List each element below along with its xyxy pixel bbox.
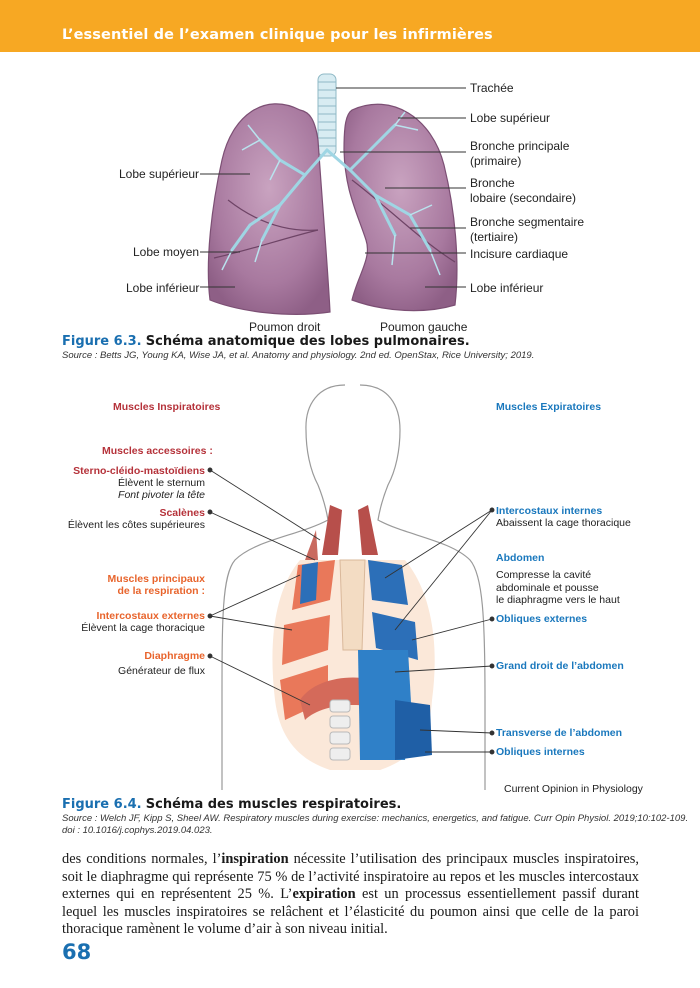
figure-source: Source : Betts JG, Young KA, Wise JA, et… (62, 350, 535, 361)
right-lung-shape (207, 103, 331, 315)
page-number: 68 (62, 940, 92, 964)
label-abdomen-desc3: le diaphragme vers le haut (496, 594, 620, 606)
int-intercostal-block: Intercostaux internes Abaissent la cage … (496, 505, 631, 529)
label-upper-lobe-left: Lobe supérieur (470, 111, 551, 125)
label-transverse-abdominis: Transverse de l’abdomen (496, 727, 623, 739)
label-rectus-abdominis: Grand droit de l’abdomen (496, 660, 624, 672)
abdomen-desc-block: Compresse la cavité abdominale et pousse… (496, 569, 620, 607)
label-lobar-bronchus: Bronche (470, 176, 515, 190)
label-segmental-bronchus-sub: (tertiaire) (470, 230, 519, 244)
label-external-obliques: Obliques externes (496, 613, 588, 625)
principal-block: Muscles principaux de la respiration : (60, 573, 205, 597)
figure-source: Source : Welch JF, Kipp S, Sheel AW. Res… (62, 813, 688, 837)
label-external-intercostals-desc: Élèvent la cage thoracique (81, 622, 205, 634)
label-lower-lobe-left: Lobe inférieur (470, 281, 544, 295)
term-inspiration: inspiration (221, 851, 289, 867)
figure-title: Schéma des muscles respiratoires. (145, 797, 402, 812)
label-expiratory-muscles: Muscles Expiratoires (496, 401, 602, 413)
label-middle-lobe: Lobe moyen (133, 245, 200, 259)
label-main-bronchus-sub: (primaire) (470, 154, 522, 168)
figure-6-3-caption: Figure 6.3. Schéma anatomique des lobes … (62, 334, 470, 349)
label-diaphragm-desc: Générateur de flux (118, 665, 205, 677)
figure-number: Figure 6.3. (62, 334, 142, 349)
label-external-intercostals: Intercostaux externes (96, 610, 205, 622)
trachea-shape (317, 73, 337, 157)
label-accessory-muscles: Muscles accessoires : (102, 445, 213, 457)
label-internal-intercostals-desc: Abaissent la cage thoracique (496, 517, 631, 529)
term-expiration: expiration (292, 886, 356, 903)
label-abdomen-desc2: abdominale et pousse (496, 581, 599, 594)
body-text-3: est un processus essentiellement passif … (62, 886, 639, 938)
figure-source-line2: doi : 10.1016/j.cophys.2019.04.023. (62, 825, 213, 836)
label-inspiratory-muscles: Muscles Inspiratoires (113, 401, 221, 413)
label-left-lung: Poumon gauche (380, 320, 468, 334)
label-scm: Sterno-cléido-mastoïdiens (73, 465, 205, 477)
label-scm-desc1: Élèvent le sternum (118, 477, 205, 489)
body-text-2: nécessite l’utilisation des principaux m… (62, 851, 639, 903)
label-scalenes-desc: Élèvent les côtes supérieures (67, 519, 205, 531)
label-lobar-bronchus-sub: lobaire (secondaire) (470, 191, 577, 205)
label-lower-lobe-right: Lobe inférieur (126, 281, 200, 295)
label-main-bronchus: Bronche principale (470, 139, 570, 153)
label-internal-obliques: Obliques internes (496, 746, 585, 758)
label-upper-lobe-right: Lobe supérieur (119, 167, 200, 181)
label-segmental-bronchus: Bronche segmentaire (470, 215, 585, 229)
body-text-1: des conditions normales, l’ (62, 851, 222, 867)
scm-block: Sterno-cléido-mastoïdiens Élèvent le ste… (60, 465, 205, 501)
scalenes-block: Scalènes Élèvent les côtes supérieures (40, 507, 205, 531)
label-right-lung: Poumon droit (249, 320, 321, 334)
lungs-illustration (200, 73, 466, 315)
chapter-title: L’essentiel de l’examen clinique pour le… (62, 27, 493, 43)
figure-source-line1: Source : Welch JF, Kipp S, Sheel AW. Res… (62, 813, 689, 824)
chapter-header-band: L’essentiel de l’examen clinique pour le… (0, 0, 700, 52)
label-principal-muscles-1: Muscles principaux (107, 573, 205, 585)
label-cardiac-notch: Incisure cardiaque (470, 247, 569, 261)
ext-intercostal-block: Intercostaux externes Élèvent la cage th… (60, 610, 205, 634)
body-paragraph: des conditions normales, l’inspiration n… (62, 851, 639, 939)
figure-number: Figure 6.4. (62, 797, 142, 812)
diaphragm-block: Diaphragme Générateur de flux (60, 650, 205, 677)
label-diaphragm: Diaphragme (144, 650, 205, 662)
left-lung-shape (343, 103, 458, 312)
label-scm-desc2: Font pivoter la tête (118, 489, 205, 501)
label-scalenes: Scalènes (159, 507, 205, 519)
label-abdomen-desc1: Compresse la cavité (496, 569, 592, 581)
label-trachea: Trachée (470, 81, 514, 95)
respiratory-muscles-illustration (207, 384, 495, 790)
figure-title: Schéma anatomique des lobes pulmonaires. (145, 334, 470, 349)
label-internal-intercostals: Intercostaux internes (496, 505, 603, 517)
figure-6-4-caption: Figure 6.4. Schéma des muscles respirato… (62, 797, 401, 812)
label-principal-muscles-2: de la respiration : (117, 585, 205, 597)
figure-credit: Current Opinion in Physiology (504, 783, 643, 795)
label-abdomen: Abdomen (496, 552, 545, 564)
